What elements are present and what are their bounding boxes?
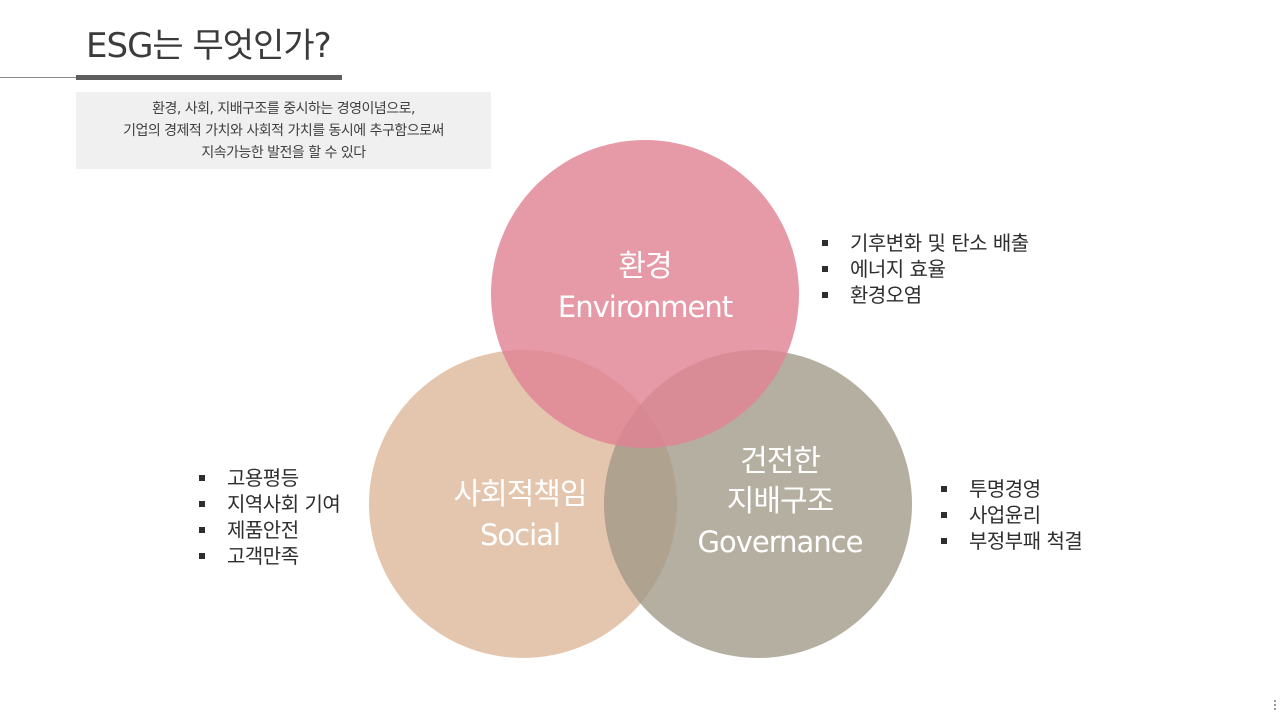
governance-label-ko-line1: 건전한 (740, 444, 821, 479)
list-item: 제품안전 (197, 517, 340, 543)
list-item: 부정부패 척결 (939, 528, 1083, 554)
title-underline-thin (0, 77, 78, 78)
governance-label: 건전한 지배구조 Governance (680, 442, 880, 562)
corner-marker (1274, 700, 1278, 710)
environment-label-ko: 환경 (618, 249, 672, 284)
social-bullet-list: 고용평등 지역사회 기여 제품안전 고객만족 (197, 465, 341, 569)
environment-circle (491, 140, 799, 448)
description-line: 지속가능한 발전을 할 수 있다 (201, 144, 366, 161)
page-title: ESG는 무엇인가? (86, 26, 332, 66)
environment-label-en: Environment (557, 290, 733, 324)
list-item: 투명경영 (939, 476, 1082, 502)
title-underline-thick (76, 75, 342, 80)
description-line: 기업의 경제적 가치와 사회적 가치를 동시에 추구함으로써 (123, 122, 444, 139)
list-item: 에너지 효율 (820, 256, 1029, 282)
list-item: 사업윤리 (939, 502, 1082, 528)
list-item: 고용평등 (197, 465, 340, 491)
list-item: 환경오염 (820, 282, 1029, 308)
governance-label-ko-line2: 지배구조 (726, 484, 834, 519)
governance-bullet-list: 투명경영 사업윤리 부정부패 척결 (939, 476, 1083, 554)
governance-label-en: Governance (697, 525, 864, 559)
social-label-ko: 사회적책임 (453, 477, 588, 512)
social-label: 사회적책임 Social (420, 475, 620, 555)
environment-label: 환경 Environment (545, 247, 745, 327)
list-item: 고객만족 (197, 543, 340, 569)
list-item: 지역사회 기여 (197, 491, 341, 517)
description-box: 환경, 사회, 지배구조를 중시하는 경영이념으로, 기업의 경제적 가치와 사… (76, 92, 491, 169)
environment-bullet-list: 기후변화 및 탄소 배출 에너지 효율 환경오염 (820, 230, 1029, 308)
social-label-en: Social (480, 518, 561, 552)
description-line: 환경, 사회, 지배구조를 중시하는 경영이념으로, (152, 100, 415, 117)
list-item: 기후변화 및 탄소 배출 (820, 230, 1029, 256)
